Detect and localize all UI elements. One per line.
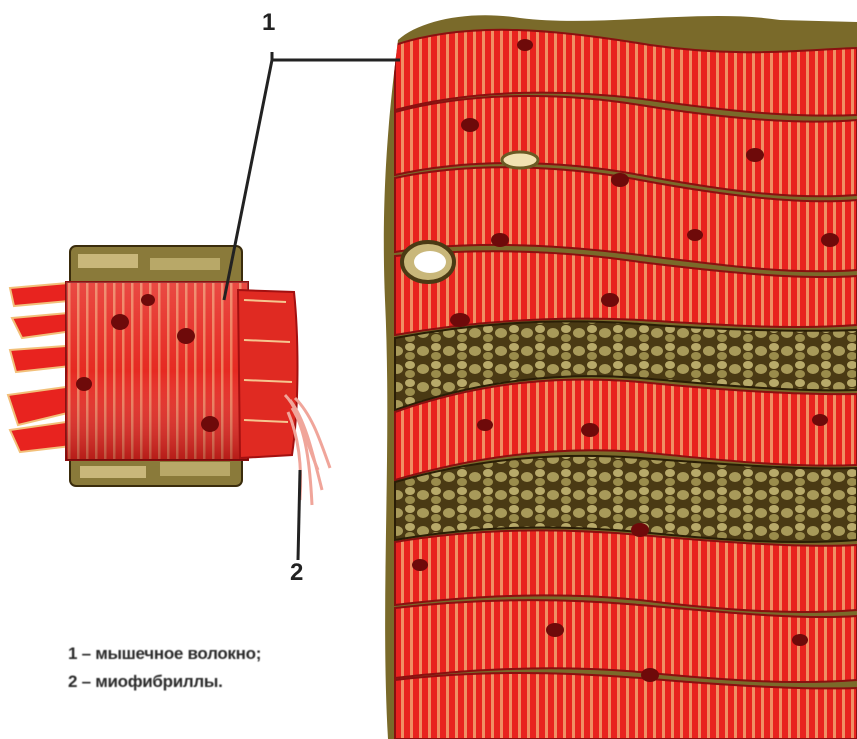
legend-number: 1 [68, 644, 77, 663]
legend-number: 2 [68, 672, 77, 691]
legend-item-1: 1 – мышечное волокно; [68, 640, 368, 668]
leader-line-1 [224, 52, 400, 300]
tissue-block [380, 0, 857, 739]
legend-text: миофибриллы. [95, 672, 222, 691]
legend-text: мышечное волокно; [95, 644, 261, 663]
callout-number-2: 2 [290, 559, 303, 586]
legend: 1 – мышечное волокно; 2 – миофибриллы. [68, 640, 368, 696]
connective-tissue-band [395, 456, 857, 542]
legend-separator: – [82, 644, 91, 663]
capillary [402, 242, 454, 282]
legend-separator: – [82, 672, 91, 691]
muscle-fiber-cylinder [8, 246, 330, 505]
callout-number-1: 1 [262, 9, 275, 36]
leader-line-2 [298, 470, 300, 560]
legend-item-2: 2 – миофибриллы. [68, 668, 368, 696]
capillary [502, 152, 538, 168]
